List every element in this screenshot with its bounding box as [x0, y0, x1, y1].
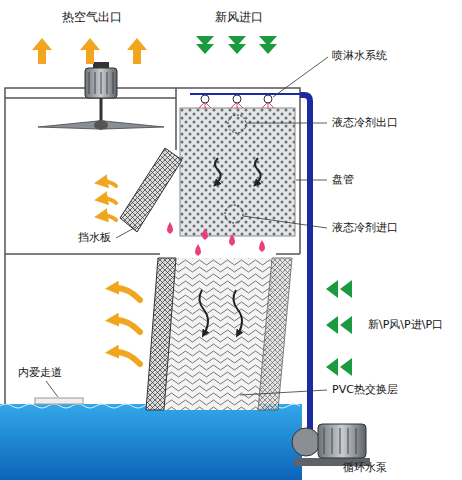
spray-nozzles [190, 94, 300, 109]
part-label: 新\P风\P进\P口 [368, 318, 443, 332]
water-drops-part [229, 234, 235, 246]
pvc-fill-part [258, 258, 292, 410]
coil [180, 108, 295, 236]
side-fresh-air-arrows-part [340, 280, 352, 298]
fan-part [93, 62, 109, 68]
tower-housing-part [175, 88, 177, 150]
part-label: 盘管 [332, 173, 354, 187]
water-drops [167, 222, 265, 256]
coil-part [225, 205, 243, 223]
spray-nozzles-part [264, 95, 272, 103]
walkway [35, 398, 83, 404]
fan-part [94, 120, 108, 130]
hot-air-arrows-part [32, 38, 52, 64]
leader-lines-part [46, 381, 58, 397]
coil-part [215, 158, 221, 184]
circulating-pump-part [340, 428, 341, 454]
air-flow-arrows-part [103, 182, 116, 186]
circulating-pump-part [292, 428, 320, 456]
circulating-pump-part [348, 428, 349, 454]
water-drops-part [167, 222, 173, 234]
fan-part [95, 72, 96, 94]
drift-eliminator [120, 148, 182, 232]
water-basin-part [0, 404, 302, 480]
pvc-fill-part [199, 290, 208, 334]
fan-part [107, 72, 108, 94]
fan [38, 62, 164, 130]
coil-part [180, 108, 295, 236]
leader-lines-part [116, 227, 136, 238]
part-label: 新风进口 [215, 10, 263, 24]
air-flow-arrows-part [103, 199, 116, 203]
side-fresh-air-arrows-part [326, 280, 338, 298]
side-fresh-air-arrows [326, 280, 352, 376]
spray-nozzles-part [190, 93, 300, 95]
tower-housing-part [276, 253, 300, 255]
leader-lines-part [273, 57, 328, 97]
part-label: 挡水板 [78, 231, 111, 245]
fresh-air-arrows-part [196, 44, 214, 54]
fresh-air-arrows-part [259, 44, 277, 54]
pvc-fill-part [233, 290, 242, 334]
water-drops-part [202, 228, 208, 240]
fan-part [38, 121, 98, 129]
fan-part [101, 72, 102, 94]
air-flow-arrows [103, 182, 140, 364]
fresh-air-arrows [196, 36, 277, 54]
part-label: 液态冷剂出口 [332, 116, 398, 130]
part-label: 热空气出口 [62, 10, 122, 24]
leader-lines-part [246, 123, 327, 124]
spray-nozzles-part [201, 95, 209, 103]
air-flow-arrows-part [114, 352, 140, 364]
fan-part [89, 72, 90, 94]
air-flow-arrows-part [103, 216, 116, 220]
fan-part [113, 72, 114, 94]
hot-air-arrows [32, 38, 147, 64]
part-label: 循环水泵 [343, 461, 387, 475]
pvc-fill [146, 258, 292, 410]
circulating-pump-part [318, 424, 366, 458]
part-label: 液态冷剂进口 [332, 221, 398, 235]
air-flow-arrows-part [114, 288, 140, 300]
part-label: PVC热交换层 [332, 383, 398, 397]
hot-air-arrows-part [127, 38, 147, 64]
side-fresh-air-arrows-part [326, 316, 338, 334]
leader-lines-part [240, 390, 327, 395]
fresh-air-arrows-part [228, 44, 246, 54]
fan-part [104, 121, 164, 129]
circulating-pump-part [324, 428, 325, 454]
circulating-pump [292, 424, 370, 466]
air-flow-arrows-part [114, 320, 140, 332]
tower-housing-part [5, 253, 160, 255]
side-fresh-air-arrows-part [340, 316, 352, 334]
water-pipe [300, 95, 310, 432]
pvc-fill-part [146, 258, 176, 410]
fan-part [85, 68, 117, 98]
water-drops-part [259, 240, 265, 252]
side-fresh-air-arrows-part [326, 358, 338, 376]
spray-nozzles-part [233, 95, 241, 103]
leader-lines-part [243, 216, 327, 228]
circulating-pump-part [356, 428, 357, 454]
leader-lines-part [296, 180, 327, 181]
part-label: 内爱走道 [18, 366, 62, 380]
coil-part [255, 158, 261, 184]
circulating-pump-part [332, 428, 333, 454]
side-fresh-air-arrows-part [340, 358, 352, 376]
water-drops-part [195, 244, 201, 256]
hot-air-arrows-part [80, 38, 100, 64]
part-label: 喷淋水系统 [332, 49, 387, 63]
water-basin [0, 404, 302, 480]
coil-part [228, 115, 246, 133]
leader-lines [46, 57, 328, 397]
